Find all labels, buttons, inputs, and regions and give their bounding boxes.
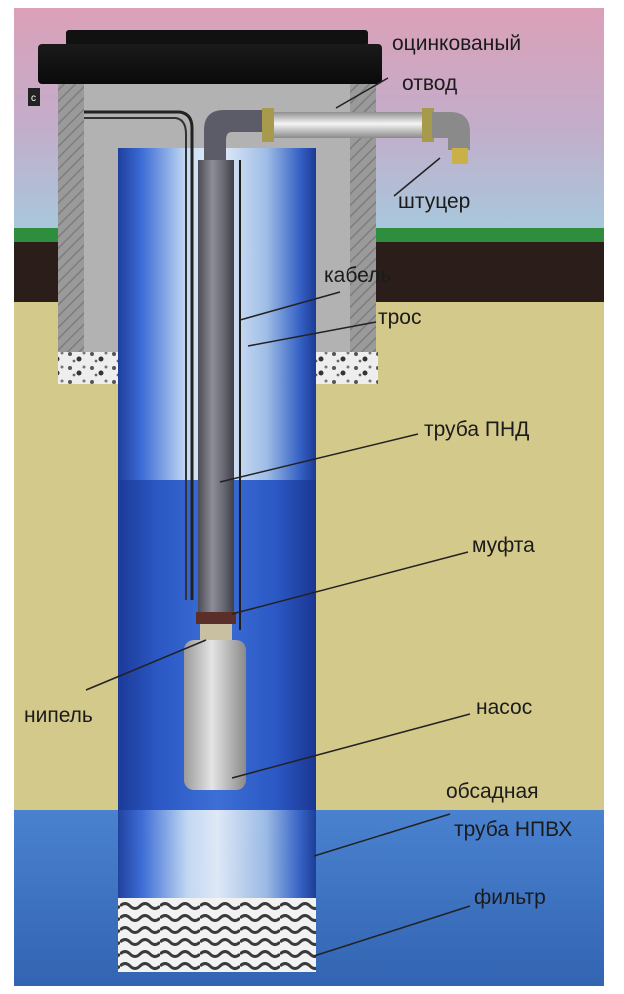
label-casing-1: обсадная <box>446 780 539 803</box>
label-hdpe-pipe: труба ПНД <box>424 418 530 441</box>
c-mark-icon <box>28 88 40 106</box>
nipple-part <box>200 624 232 644</box>
label-casing-2: труба НПВХ <box>454 818 573 841</box>
svg-text:c: c <box>31 93 36 104</box>
leader-fitting <box>393 157 441 197</box>
label-pump: насос <box>476 696 533 719</box>
pipe-elbow <box>204 110 268 160</box>
caisson-wall-left <box>58 84 84 356</box>
label-coupling: муфта <box>472 534 535 557</box>
label-galv-outlet-2: отвод <box>402 72 458 95</box>
label-nipple: нипель <box>24 704 93 727</box>
label-fitting: штуцер <box>398 190 471 213</box>
leader-cable <box>239 291 341 321</box>
gravel-left <box>58 352 120 384</box>
label-filter: фильтр <box>474 886 546 909</box>
support-rope <box>84 117 187 600</box>
lid-top <box>66 30 368 46</box>
hdpe-pipe <box>198 160 234 612</box>
label-galv-outlet-1: оцинкованый <box>392 32 522 55</box>
casing-lower <box>118 810 316 900</box>
leader-filter <box>313 905 471 957</box>
leader-coupling <box>231 551 469 615</box>
outlet-elbow <box>432 112 470 150</box>
galv-clamp-left <box>262 108 274 142</box>
coupling <box>196 612 236 624</box>
fitting-nozzle <box>452 148 468 164</box>
power-cable <box>84 110 194 600</box>
label-cable: кабель <box>324 264 392 287</box>
leader-nipple <box>85 639 207 691</box>
leader-galv <box>335 77 389 109</box>
leader-rope <box>247 321 377 347</box>
gravel-right <box>316 352 378 384</box>
label-rope: трос <box>378 306 422 329</box>
pump <box>184 640 246 790</box>
caisson-lid <box>38 44 382 84</box>
leader-hdpe <box>219 433 419 483</box>
leader-casing <box>313 813 451 857</box>
leader-pump <box>231 713 471 779</box>
galv-pipe <box>264 112 432 138</box>
galv-clamp-right <box>422 108 434 142</box>
filter-section <box>118 898 316 972</box>
